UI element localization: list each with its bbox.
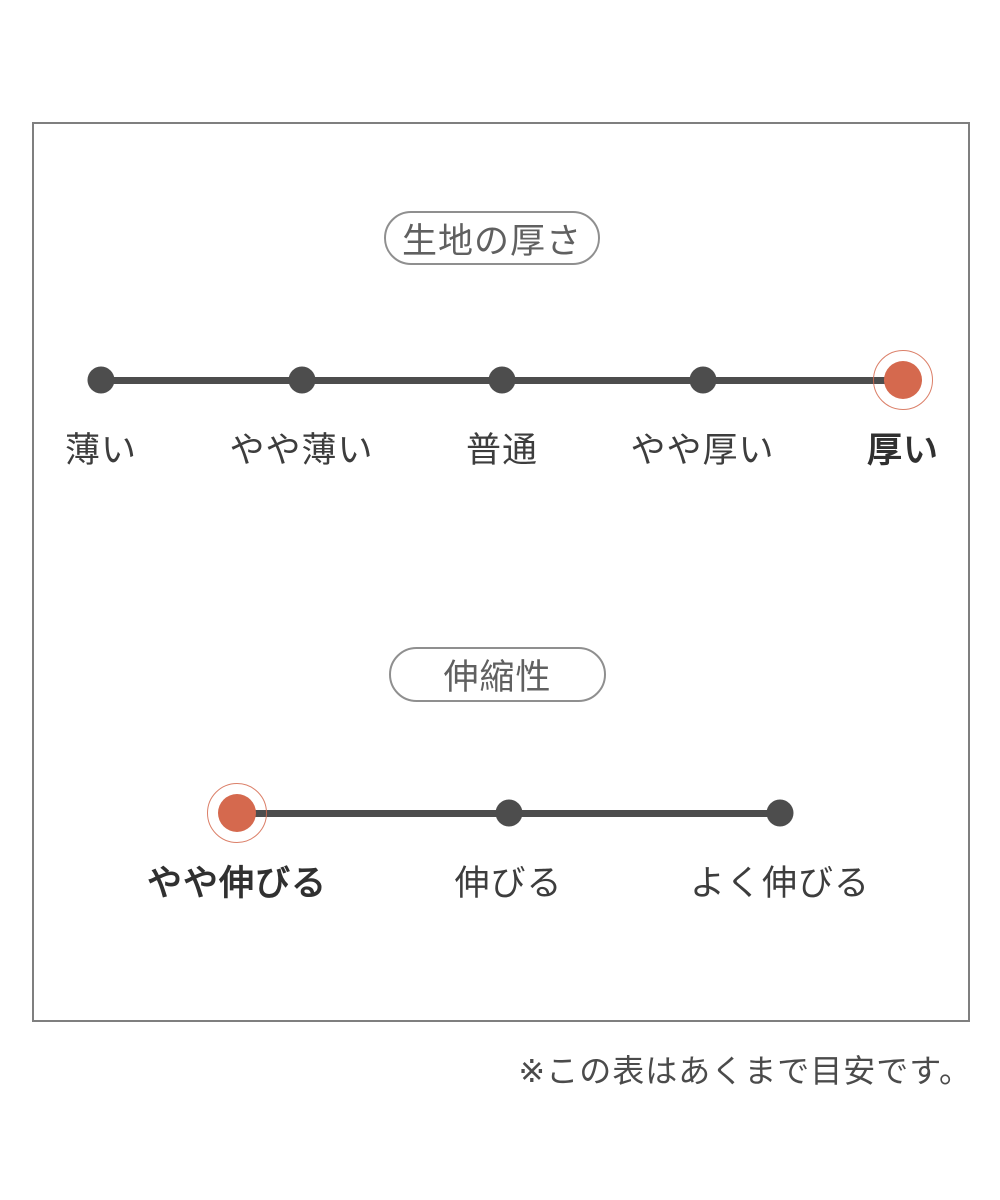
- section-title-text: 生地の厚さ: [401, 221, 582, 261]
- section-title-stretch: 伸縮性: [389, 647, 606, 702]
- scale-dot: [495, 799, 522, 827]
- footnote: ※この表はあくまで目安です。: [518, 1053, 972, 1089]
- scale-dot: [288, 366, 315, 394]
- scale-option-label: よく伸びる: [689, 864, 871, 903]
- section-title-fabric-thickness: 生地の厚さ: [384, 211, 600, 265]
- scale-dot: [689, 366, 716, 394]
- scale-dot-selected: [207, 783, 267, 843]
- scale-option-label-selected: 厚い: [866, 431, 940, 470]
- scale-dot: [766, 799, 794, 827]
- scale-option-label-selected: やや伸びる: [146, 864, 328, 903]
- scale-option-label: 普通: [465, 431, 539, 470]
- scale-dot: [87, 366, 115, 394]
- scale-option-label: 伸びる: [454, 864, 563, 903]
- spec-frame: 生地の厚さ 薄い やや薄い 普通 やや厚い 厚い 伸縮性 やや伸びる 伸びる: [32, 122, 970, 1022]
- scale-option-label: 薄い: [64, 431, 138, 470]
- scale-dot: [488, 366, 516, 394]
- section-title-text: 伸縮性: [443, 658, 552, 697]
- scale-option-label: やや薄い: [229, 431, 374, 470]
- scale-dot-selected: [873, 350, 933, 410]
- scale-option-label: やや厚い: [630, 431, 775, 470]
